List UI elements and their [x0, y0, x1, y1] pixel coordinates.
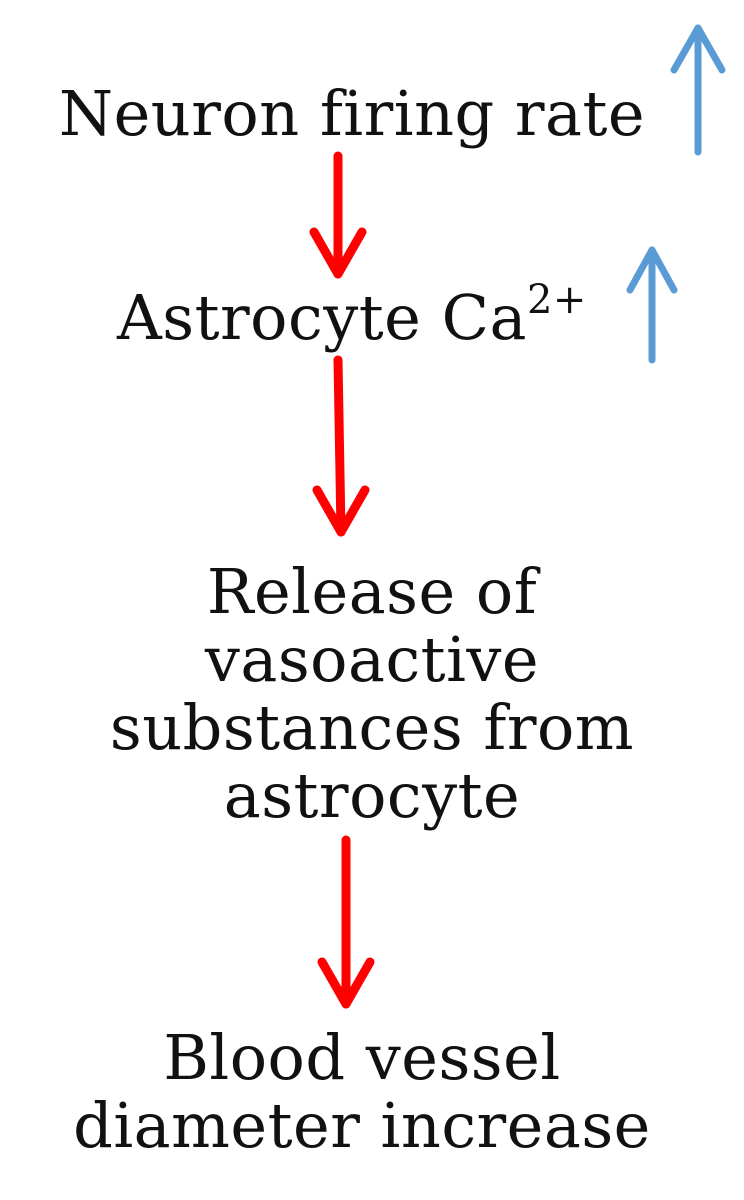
- node-astrocyte-calcium: Astrocyte Ca2+: [0, 280, 724, 354]
- blood-line-1: Blood vessel: [163, 1021, 561, 1094]
- astrocyte-ca-label: Astrocyte Ca: [117, 281, 527, 354]
- flow-arrow-2: [312, 355, 370, 537]
- blood-line-2: diameter increase: [73, 1089, 651, 1162]
- calcium-charge-superscript: 2+: [526, 277, 587, 324]
- release-line-2: vasoactive: [204, 623, 540, 696]
- release-line-3: substances from: [109, 691, 635, 764]
- release-line-1: Release of: [206, 555, 538, 628]
- neuron-firing-rate-label: Neuron firing rate: [58, 77, 646, 150]
- flow-arrow-3: [317, 835, 375, 1009]
- node-neuron-firing-rate: Neuron firing rate: [0, 80, 724, 148]
- node-blood-vessel-diameter: Blood vessel diameter increase: [0, 1024, 734, 1160]
- flow-arrow-1: [309, 151, 367, 279]
- release-line-4: astrocyte: [223, 759, 521, 832]
- node-release-vasoactive: Release of vasoactive substances from as…: [0, 558, 744, 830]
